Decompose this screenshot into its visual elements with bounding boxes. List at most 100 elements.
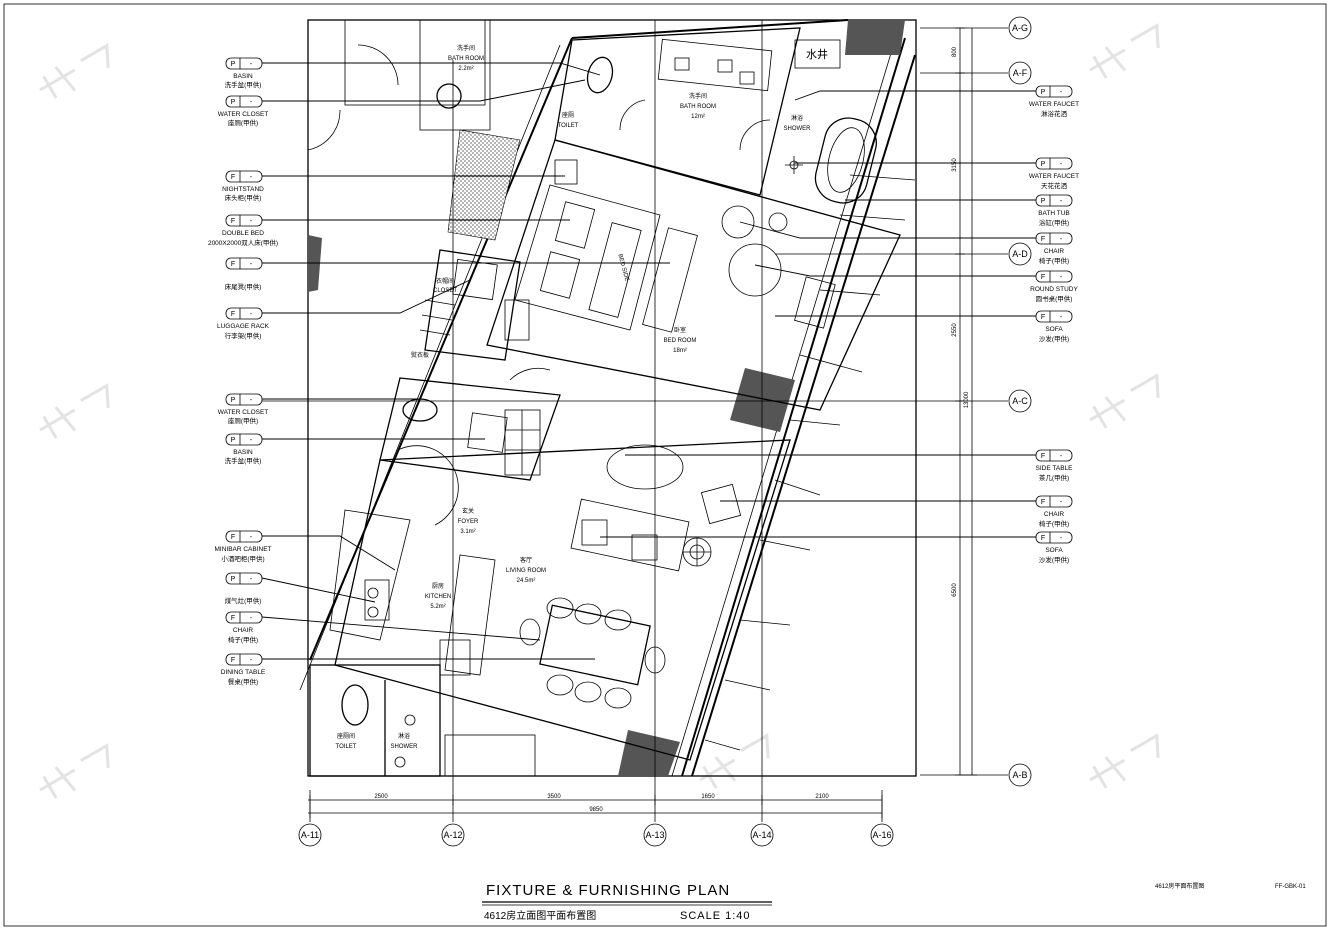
svg-text:F: F	[231, 261, 235, 268]
svg-text:F: F	[231, 657, 235, 664]
room-name: 玄关	[462, 507, 474, 515]
unit-layout: 水井	[299, 19, 916, 777]
svg-text:-: -	[1060, 453, 1063, 460]
svg-text:-: -	[1060, 499, 1063, 506]
room-name-en: SHOWER	[784, 126, 812, 132]
grid-bubble-bottom: A-12	[441, 823, 465, 847]
watermark-layer	[39, 23, 1160, 799]
svg-text:煤气灶(甲供): 煤气灶(甲供)	[225, 596, 262, 605]
drawing-scale: SCALE 1:40	[680, 910, 751, 922]
svg-text:F: F	[231, 615, 235, 622]
room-name: 厨房	[432, 582, 444, 590]
svg-text:椅子(甲供): 椅子(甲供)	[1039, 519, 1069, 528]
svg-text:沙发(甲供): 沙发(甲供)	[1039, 555, 1069, 564]
svg-text:洗手盆(甲供): 洗手盆(甲供)	[225, 80, 262, 89]
svg-text:行李架(甲供): 行李架(甲供)	[225, 331, 262, 340]
svg-text:F: F	[1041, 236, 1045, 243]
room-name-en: TOILET	[336, 744, 357, 750]
svg-text:A-12: A-12	[443, 830, 462, 840]
shaft-label: 水井	[806, 47, 828, 61]
svg-text:-: -	[250, 397, 253, 404]
svg-text:2000X2000双人床(甲供): 2000X2000双人床(甲供)	[208, 238, 278, 247]
svg-text:F: F	[231, 534, 235, 541]
svg-text:P: P	[1041, 89, 1046, 96]
svg-text:-: -	[250, 261, 253, 268]
room-name-en: BED ROOM	[664, 338, 697, 344]
room-name-en: LIVING ROOM	[506, 568, 546, 574]
svg-text:-: -	[250, 437, 253, 444]
plan-frame	[307, 19, 917, 777]
svg-text:-: -	[250, 218, 253, 225]
svg-text:-: -	[250, 174, 253, 181]
ironing-label: 熨衣板	[411, 351, 429, 359]
svg-text:P: P	[231, 61, 236, 68]
svg-text:-: -	[250, 99, 253, 106]
grid-bubble-right: A-G	[1008, 16, 1032, 40]
grid-bubble-bottom: A-13	[643, 823, 667, 847]
closet-label: 衣帽间	[436, 277, 454, 285]
grid-bubble-bottom: A-16	[870, 823, 894, 847]
svg-text:F: F	[1041, 314, 1045, 321]
svg-text:SOFA: SOFA	[1045, 326, 1063, 333]
dim-label: 1650	[701, 794, 715, 800]
grid-bubble-right: A-D	[1008, 242, 1032, 266]
room-name: 座厕间	[337, 732, 355, 740]
tag-gas-stove: P- 煤气灶(甲供)	[225, 572, 376, 605]
svg-text:DOUBLE BED: DOUBLE BED	[222, 230, 264, 237]
dim-label: 800	[952, 46, 958, 57]
svg-text:餐桌(甲供): 餐桌(甲供)	[228, 677, 258, 686]
svg-text:F: F	[1041, 535, 1045, 542]
svg-text:CHAIR: CHAIR	[1044, 248, 1065, 255]
room-name: 洗手间	[457, 44, 475, 52]
svg-text:椅子(甲供): 椅子(甲供)	[228, 635, 258, 644]
dim-label: 3500	[547, 794, 561, 800]
svg-text:WATER CLOSET: WATER CLOSET	[218, 409, 269, 416]
svg-text:F: F	[231, 218, 235, 225]
svg-text:WATER FAUCET: WATER FAUCET	[1029, 173, 1079, 180]
svg-text:F: F	[1041, 274, 1045, 281]
svg-text:MINIBAR CABINET: MINIBAR CABINET	[214, 546, 271, 553]
svg-text:A-11: A-11	[301, 830, 319, 840]
dim-label: 2500	[374, 794, 388, 800]
svg-text:A-C: A-C	[1012, 396, 1028, 406]
svg-text:F: F	[1041, 453, 1045, 460]
svg-text:座厕(甲供): 座厕(甲供)	[228, 416, 258, 425]
svg-text:LUGGAGE RACK: LUGGAGE RACK	[217, 323, 270, 330]
svg-text:F: F	[231, 311, 235, 318]
svg-text:-: -	[250, 61, 253, 68]
grid-right: A-G A-F A-D A-C A-B 800 3150 2550 6500 1…	[262, 16, 1032, 787]
svg-text:-: -	[250, 311, 253, 318]
svg-text:-: -	[250, 576, 253, 583]
grid-bubble-bottom: A-14	[750, 823, 774, 847]
svg-text:P: P	[1041, 198, 1046, 205]
svg-text:床尾凳(甲供): 床尾凳(甲供)	[225, 282, 262, 291]
svg-text:SOFA: SOFA	[1045, 547, 1063, 554]
svg-text:洗手盆(甲供): 洗手盆(甲供)	[225, 456, 262, 465]
svg-text:WATER FAUCET: WATER FAUCET	[1029, 101, 1079, 108]
svg-text:-: -	[1060, 161, 1063, 168]
svg-text:沙发(甲供): 沙发(甲供)	[1039, 334, 1069, 343]
svg-text:淋浴花洒: 淋浴花洒	[1041, 109, 1068, 118]
svg-text:A-13: A-13	[645, 830, 664, 840]
grid-bubble-right: A-C	[1008, 389, 1032, 413]
room-name: 淋浴	[791, 114, 803, 122]
grid-bubble-right: A-F	[1008, 61, 1032, 85]
svg-text:圆书桌(甲供): 圆书桌(甲供)	[1036, 294, 1073, 303]
svg-text:ROUND STUDY: ROUND STUDY	[1030, 286, 1078, 293]
dim-label: 2550	[952, 323, 958, 337]
svg-text:SIDE TABLE: SIDE TABLE	[1036, 465, 1074, 472]
svg-text:A-D: A-D	[1012, 249, 1028, 259]
tag-bench: F - 床尾凳(甲供)	[225, 257, 670, 291]
